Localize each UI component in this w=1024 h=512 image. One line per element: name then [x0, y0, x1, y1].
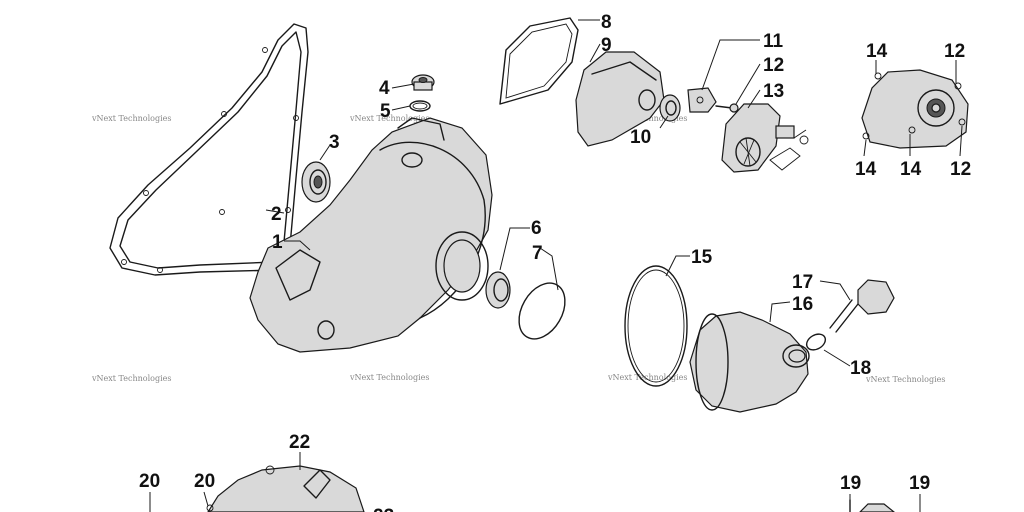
callout-20: 20: [139, 471, 160, 492]
part-oring-5: [409, 100, 431, 112]
callout-16: 16: [792, 294, 813, 315]
watermarks: vNext Technologies vNext Technologies vN…: [91, 114, 945, 384]
callout-12: 12: [944, 41, 965, 62]
part-lower-right: [849, 499, 895, 512]
callout-17: 17: [792, 272, 813, 293]
callout-12: 12: [950, 159, 971, 180]
callout-10: 10: [630, 127, 651, 148]
watermark: vNext Technologies: [91, 374, 171, 383]
callout-2: 2: [271, 204, 282, 225]
part-sensor-13: [721, 103, 809, 173]
part-gasket-8: [499, 17, 579, 105]
callout-23: 23: [373, 506, 394, 512]
part-bearing-3: [301, 161, 331, 203]
callout-18: 18: [850, 358, 871, 379]
callout-22: 22: [289, 432, 310, 453]
callout-7: 7: [532, 243, 543, 264]
callout-15: 15: [691, 247, 713, 268]
watermark: vNext Technologies: [349, 373, 429, 382]
callout-4: 4: [379, 78, 390, 99]
watermark: vNext Technologies: [607, 373, 687, 382]
part-screw-12: [715, 103, 739, 113]
callout-11: 11: [763, 31, 784, 52]
part-dipstick-17: [829, 279, 895, 333]
callout-6: 6: [531, 218, 542, 239]
callout-5: 5: [380, 101, 391, 122]
part-bearing-10: [638, 89, 681, 122]
callout-19: 19: [840, 473, 861, 494]
watermark: vNext Technologies: [865, 375, 945, 384]
part-stator-cover: [861, 69, 969, 149]
part-oring-15: [624, 265, 688, 387]
part-seal-6: [485, 271, 511, 309]
callout-14: 14: [900, 159, 922, 180]
callout-19: 19: [909, 473, 930, 494]
part-housing-9: [575, 51, 665, 147]
part-oring-18: [805, 333, 827, 351]
watermark: vNext Technologies: [349, 114, 429, 123]
part-main-cover-1: [249, 117, 493, 353]
part-plug-4: [411, 74, 435, 91]
part-bracket-11: [687, 87, 717, 113]
part-lower-cover: [206, 465, 365, 512]
callout-13: 13: [763, 81, 784, 102]
callout-14: 14: [866, 41, 888, 62]
callouts: 1 2 3 4 5 6 7 8 9 10 11 12 12 12 13 14 1…: [139, 12, 971, 512]
callout-14: 14: [855, 159, 877, 180]
part-housing-16: [689, 311, 810, 413]
callout-12: 12: [763, 55, 784, 76]
callout-8: 8: [601, 12, 612, 33]
watermark: vNext Technologies: [91, 114, 171, 123]
callout-3: 3: [329, 132, 340, 153]
callout-1: 1: [272, 232, 283, 253]
callout-20: 20: [194, 471, 215, 492]
callout-9: 9: [601, 35, 612, 56]
part-cover-plate-7: [518, 282, 566, 340]
leader-lines: [149, 19, 963, 512]
